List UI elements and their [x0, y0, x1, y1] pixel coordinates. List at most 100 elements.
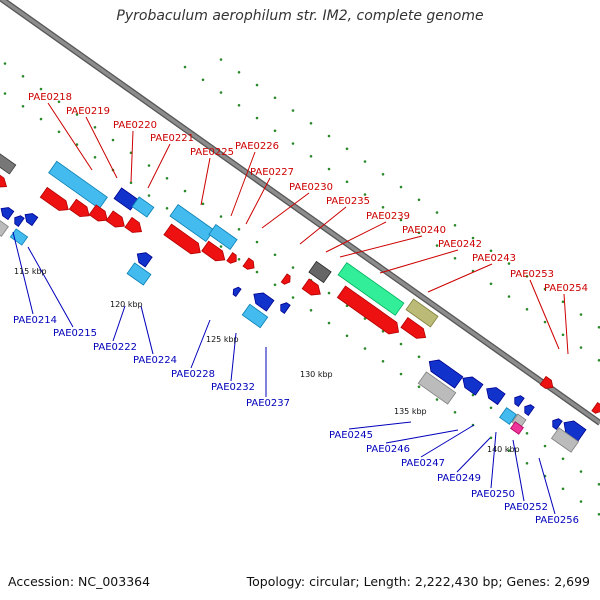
tick-dot — [255, 83, 259, 87]
gene-arrow-shape — [336, 285, 400, 335]
tick-dot — [21, 104, 25, 108]
gene-arrow-reverse-shape — [232, 286, 242, 297]
tick-dot — [183, 65, 187, 69]
cds-block — [208, 224, 238, 250]
gene-arrow-reverse-shape — [486, 387, 506, 406]
backbone-core — [0, 0, 600, 425]
gene-arrow-reverse — [552, 418, 563, 430]
leader-line — [27, 246, 74, 328]
dots-outer-bottom — [3, 92, 600, 516]
leader-line — [47, 102, 93, 171]
tick-dot — [75, 113, 79, 116]
tick-dot — [309, 308, 313, 312]
tick-dot — [417, 385, 421, 389]
gray-block-shape — [550, 427, 580, 453]
gray-block — [0, 219, 9, 237]
gene-arrow-reverse — [280, 302, 291, 314]
leader-line — [420, 424, 475, 458]
accession-text: Accession: NC_003364 — [8, 574, 151, 589]
gray-block-shape — [0, 219, 9, 237]
tick-dot — [327, 321, 331, 325]
tick-dot — [399, 185, 403, 189]
gray-block — [417, 371, 457, 405]
cds-block — [499, 407, 517, 425]
leader-line — [112, 305, 126, 342]
leader-line — [490, 431, 497, 489]
tick-dot — [165, 206, 169, 210]
gene-label-pae0240: PAE0240 — [402, 225, 446, 236]
gene-label-pae0228: PAE0228 — [171, 369, 215, 380]
tick-dot — [471, 236, 475, 240]
gene-arrow-reverse-shape — [14, 215, 25, 227]
tick-dot — [309, 154, 313, 158]
tick-dot — [489, 249, 493, 253]
gene-arrow-reverse — [24, 213, 39, 227]
gene-label-pae0237: PAE0237 — [246, 398, 290, 409]
tick-dot — [597, 512, 600, 516]
tick-dot — [327, 291, 331, 295]
leader-line — [230, 332, 237, 382]
tick-dot — [597, 358, 600, 362]
gene-label-pae0250: PAE0250 — [471, 489, 515, 500]
cds-block-shape — [126, 262, 152, 286]
tick-dot — [363, 347, 367, 350]
leader-line — [379, 249, 459, 274]
leader-line — [85, 116, 118, 179]
gene-arrow-reverse — [514, 395, 525, 407]
tick-label: 120 kbp — [110, 300, 143, 309]
tick-dot — [435, 244, 439, 247]
gray-block-shape — [417, 371, 457, 405]
tick-dot — [363, 160, 367, 163]
gene-label-pae0239: PAE0239 — [366, 211, 410, 222]
tick-dot — [327, 167, 331, 171]
gene-arrow-reverse-shape — [524, 404, 535, 416]
gene-arrow — [105, 210, 125, 228]
gray-block-shape — [0, 149, 17, 175]
tick-dot — [381, 172, 385, 176]
cds-block — [126, 262, 152, 286]
tick-dot — [93, 155, 97, 159]
tick-dot — [489, 436, 493, 440]
tick-dot — [201, 78, 205, 82]
tick-dot — [129, 181, 133, 185]
tick-dot — [21, 74, 25, 78]
gene-arrow-reverse-shape — [563, 420, 587, 442]
tick-dot — [417, 355, 421, 359]
cds-block-shape — [499, 407, 517, 425]
gene-label-pae0218: PAE0218 — [28, 92, 72, 103]
tick-dot — [507, 295, 511, 298]
gene-label-pae0245: PAE0245 — [329, 430, 373, 441]
gene-arrow-shape — [124, 216, 143, 233]
tick-dot — [471, 393, 475, 397]
dots-inner-top — [183, 65, 600, 362]
genome-summary: Topology: circular; Length: 2,222,430 bp… — [246, 574, 590, 589]
gene-arrow-reverse-shape — [253, 292, 275, 312]
gene-arrow — [336, 285, 400, 335]
gene-arrow-reverse-shape — [136, 252, 153, 268]
tick-dot — [255, 270, 259, 274]
leader-line — [299, 206, 347, 245]
leader-line — [325, 221, 387, 253]
tick-dot — [597, 482, 600, 486]
gene-label-pae0232: PAE0232 — [211, 382, 255, 393]
tick-dot — [561, 457, 565, 461]
rna-block — [337, 262, 405, 316]
tick-dot — [255, 240, 259, 244]
tick-dot — [579, 470, 583, 473]
gene-label-pae0225: PAE0225 — [190, 147, 234, 158]
gene-arrow-reverse-shape — [428, 359, 464, 389]
gene-arrow-shape — [105, 210, 125, 228]
leader-line — [348, 421, 412, 430]
gene-arrow-reverse-shape — [24, 213, 39, 227]
gene-label-pae0230: PAE0230 — [289, 182, 333, 193]
tick-dot — [57, 130, 61, 134]
gene-arrow — [0, 172, 8, 188]
tick-dot — [543, 287, 547, 291]
tick-dot — [39, 117, 43, 121]
dots-outer-top — [219, 58, 600, 329]
gray-block — [550, 427, 580, 453]
gene-arrow — [242, 257, 255, 270]
gene-label-pae0222: PAE0222 — [93, 342, 137, 353]
tick-dot — [399, 372, 403, 376]
tick-dot — [291, 109, 295, 112]
